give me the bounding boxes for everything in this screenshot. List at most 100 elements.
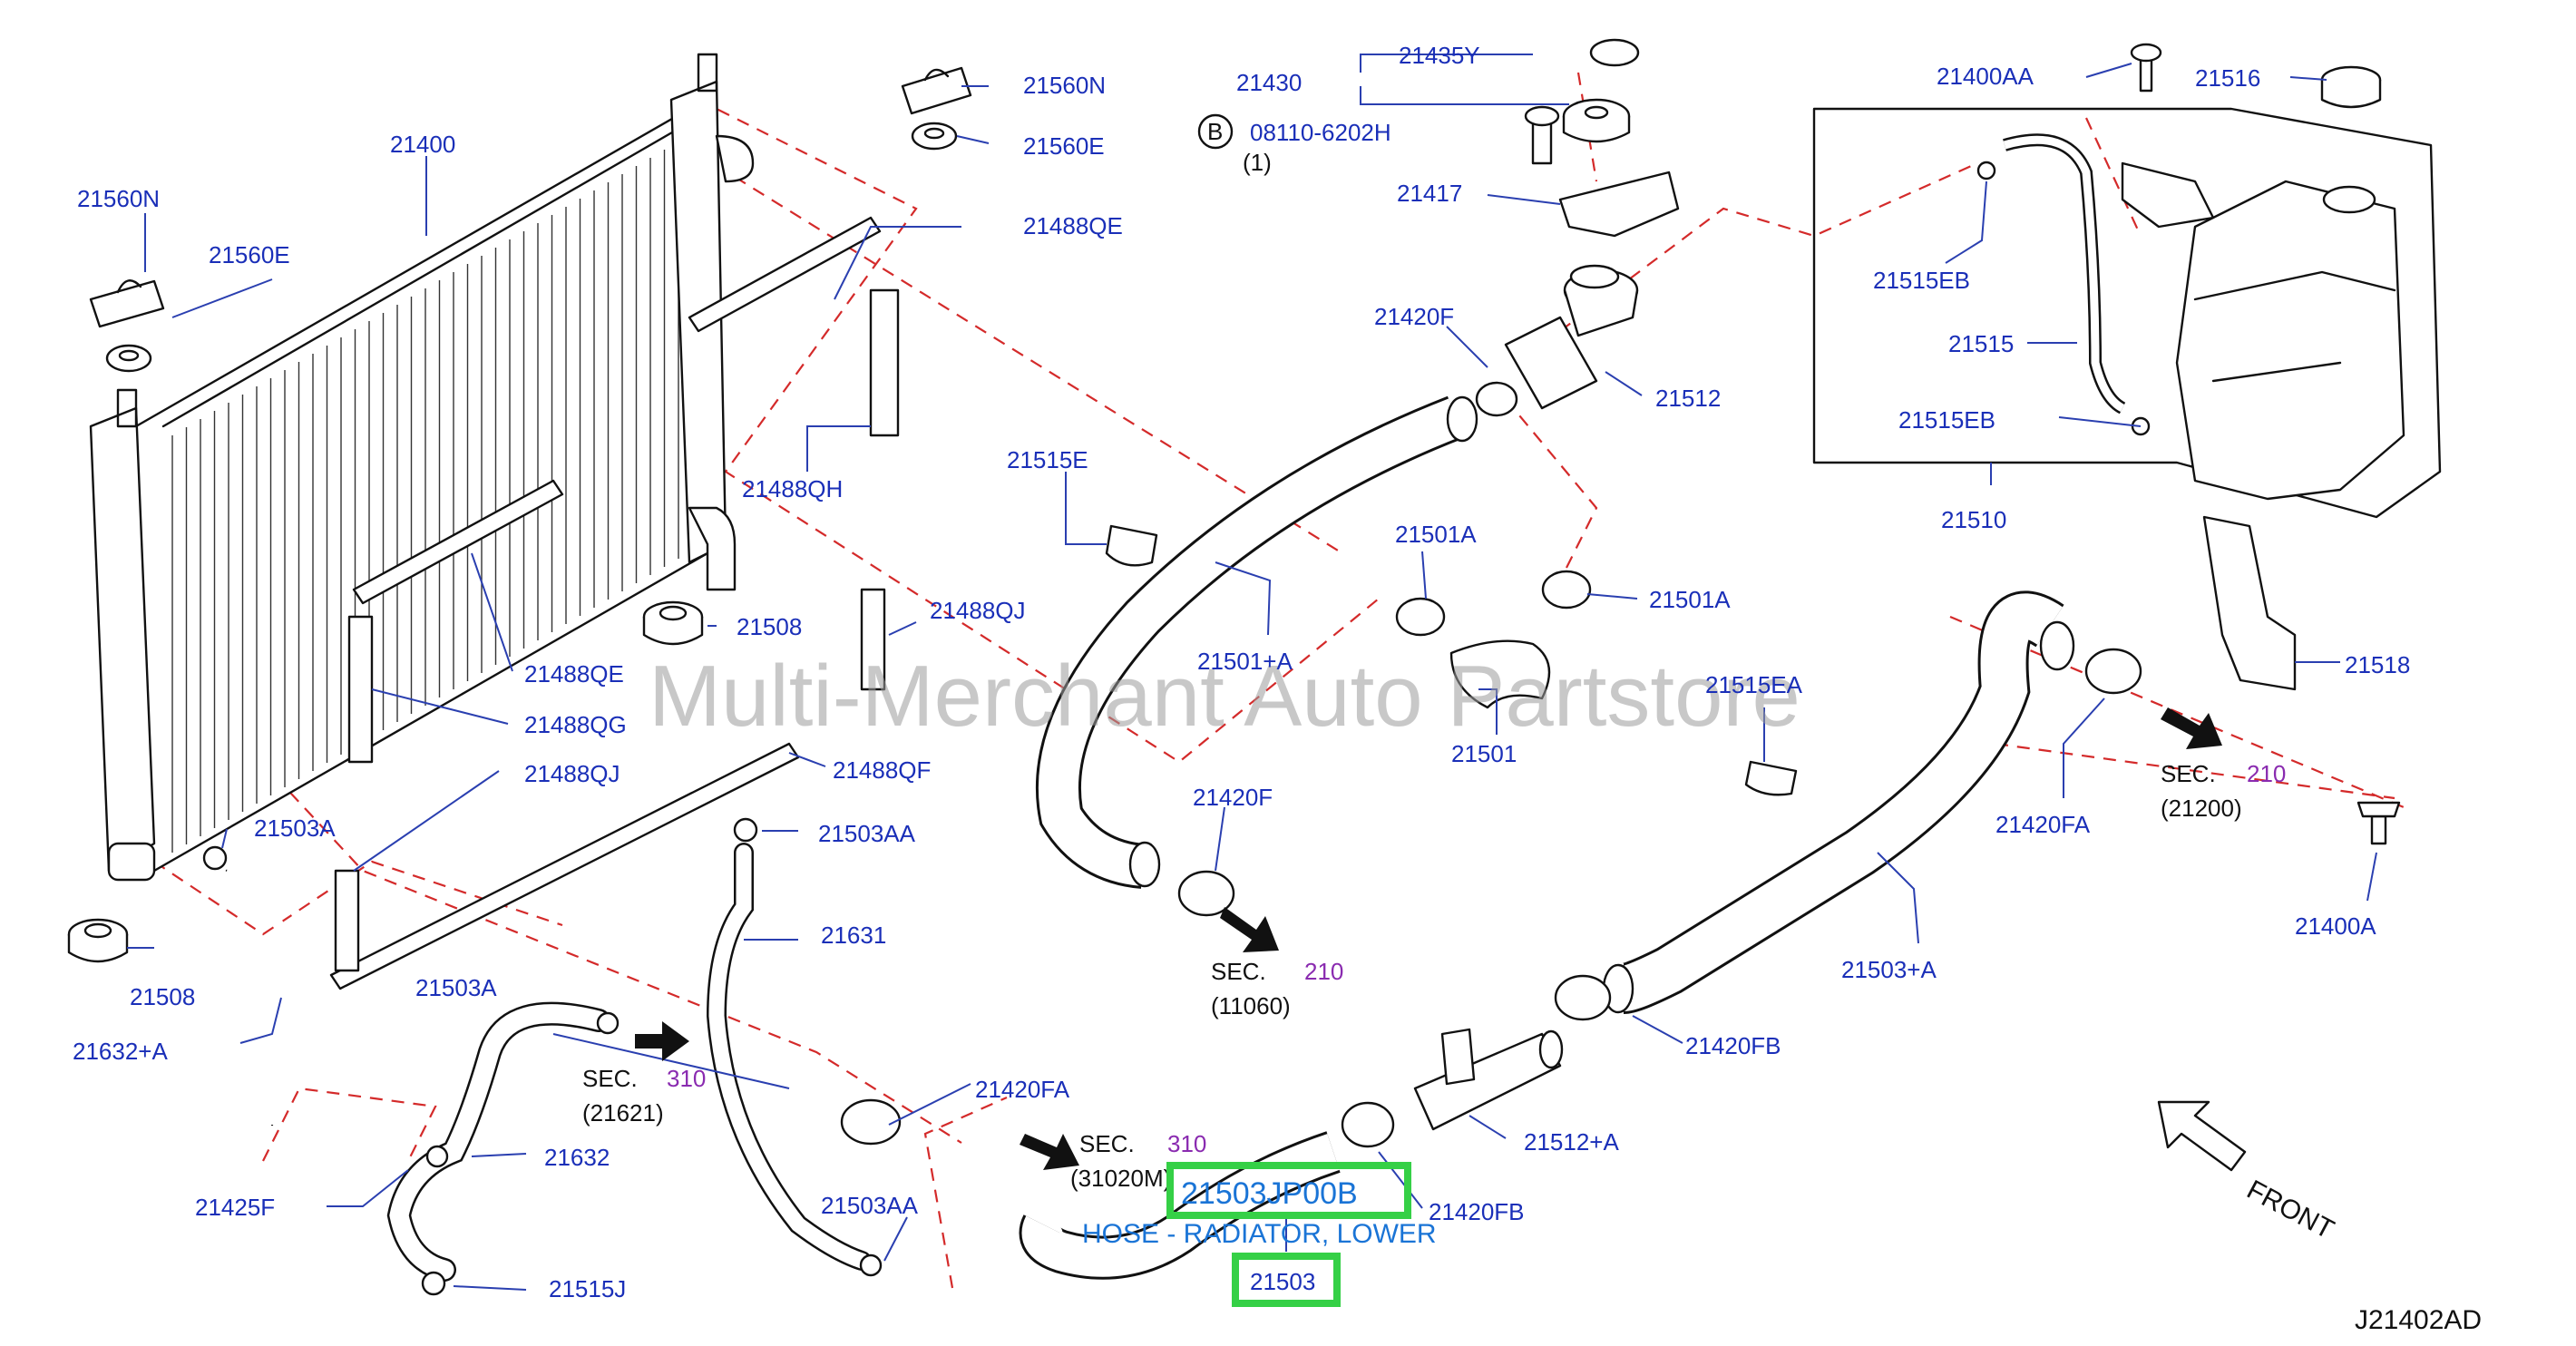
bracket-21518[interactable]: [2202, 515, 2297, 691]
reservoir-cap-21516[interactable]: [2320, 65, 2382, 109]
sec2-code: (21200): [2161, 795, 2242, 822]
label-21508-bottom: 21508: [130, 983, 195, 1010]
hose-clamps-small[interactable]: [202, 817, 883, 1296]
label-21515E: 21515E: [1007, 446, 1088, 473]
bolt-21400A[interactable]: [2356, 801, 2401, 845]
label-21488QG: 21488QG: [524, 711, 627, 738]
upper-hose-21501A[interactable]: [1036, 395, 1478, 889]
coolant-reservoir-tank[interactable]: [2121, 161, 2405, 501]
label-21488QJ-right: 21488QJ: [930, 597, 1026, 624]
highlight-description: HOSE - RADIATOR, LOWER: [1082, 1219, 1437, 1249]
label-21560E-right: 21560E: [1023, 132, 1105, 160]
bolt-marker-circle: [1197, 113, 1234, 150]
mount-bushing-bottom[interactable]: [67, 918, 129, 963]
mount-bushing-top[interactable]: [642, 600, 704, 646]
hose-21632[interactable]: [386, 1001, 610, 1282]
label-21420FB-right: 21420FB: [1685, 1032, 1781, 1059]
label-21503A-top: 21503A: [254, 814, 336, 842]
highlight-code[interactable]: 21503JP00B: [1181, 1176, 1358, 1211]
sec1-number: 210: [1304, 958, 1343, 985]
radiator-core[interactable]: [89, 53, 755, 882]
sec2-number: 210: [2247, 760, 2286, 787]
label-21400AA: 21400AA: [1937, 63, 2034, 90]
label-21518: 21518: [2345, 651, 2410, 678]
label-21420FA-bottom: 21420FA: [975, 1076, 1070, 1103]
leader-lines: [127, 54, 2377, 1291]
highlight-ref[interactable]: 21503: [1250, 1268, 1315, 1295]
label-21631: 21631: [821, 922, 886, 949]
label-21420F-bottom: 21420F: [1193, 784, 1273, 811]
label-21417: 21417: [1397, 180, 1462, 207]
label-21632: 21632: [544, 1144, 610, 1171]
bushing-21560E-right[interactable]: [911, 122, 958, 151]
hose-21632A[interactable]: [224, 866, 304, 1127]
label-21516: 21516: [2195, 64, 2260, 92]
sec4-number: 310: [1167, 1130, 1206, 1157]
clip-21560N-right[interactable]: [901, 66, 972, 115]
label-b-marker: B: [1207, 118, 1223, 145]
air-guide-strips[interactable]: [329, 216, 900, 990]
highlight-ref-box: [1232, 1253, 1341, 1307]
radiator-drain-outlet: [688, 506, 737, 591]
label-21515: 21515: [1948, 330, 2014, 357]
label-21515J: 21515J: [549, 1275, 626, 1302]
sec3-label: SEC.: [582, 1065, 638, 1092]
label-21515EB-top: 21515EB: [1873, 267, 1970, 294]
label-21560N-left: 21560N: [77, 185, 160, 212]
sec1-code: (11060): [1211, 992, 1291, 1019]
filler-neck-21512[interactable]: [1504, 264, 1639, 410]
hose-clamps-upper[interactable]: [1105, 381, 1592, 917]
label-21488QJ-left: 21488QJ: [524, 760, 620, 787]
label-21503AA-top: 21503AA: [818, 820, 916, 847]
bolt-08110-6202H[interactable]: [1524, 105, 1560, 165]
hose-21631[interactable]: [706, 843, 872, 1271]
bushing-21560E-left[interactable]: [105, 344, 152, 373]
label-21510: 21510: [1941, 506, 2006, 533]
label-21503AA-bottom: 21503AA: [821, 1192, 919, 1219]
label-21430: 21430: [1236, 69, 1302, 96]
overflow-hose-21515[interactable]: [2003, 133, 2126, 415]
hose-clamps-lower[interactable]: [840, 648, 2142, 1148]
sec4-label: SEC.: [1079, 1130, 1135, 1157]
label-21632A: 21632+A: [73, 1038, 168, 1065]
sec2-label: SEC.: [2161, 760, 2216, 787]
label-21420F-top: 21420F: [1374, 303, 1454, 330]
bolt-21400AA[interactable]: [2130, 43, 2162, 93]
label-21400: 21400: [390, 131, 455, 158]
hose-clamps-reservoir[interactable]: [1976, 161, 2151, 436]
label-21560E-left: 21560E: [209, 241, 290, 268]
lower-hose-21503A[interactable]: [1602, 590, 2075, 1014]
elbow-hose-21501[interactable]: [1449, 639, 1551, 709]
label-21400A: 21400A: [2295, 912, 2376, 940]
bracket-21417[interactable]: [1558, 171, 1680, 238]
label-08110-6202H: 08110-6202H: [1250, 119, 1391, 146]
label-21503A-bottom: 21503A: [415, 974, 497, 1001]
reservoir-group-outline: [1812, 107, 2442, 519]
label-21501A-left: 21501A: [1395, 521, 1477, 548]
radiator-fins: [171, 133, 694, 853]
label-21512A: 21512+A: [1524, 1128, 1619, 1156]
label-21508-top: 21508: [737, 613, 802, 640]
highlight-callout[interactable]: 21503JP00B HOSE - RADIATOR, LOWER 21503: [1082, 1162, 1437, 1307]
label-21501A-right: 21501A: [1649, 586, 1731, 613]
label-21503A-hose: 21503+A: [1841, 956, 1937, 983]
front-direction-arrow: [2157, 1100, 2247, 1172]
label-21425F: 21425F: [195, 1194, 275, 1221]
lower-hose-21503-highlighted-part[interactable]: [1019, 1131, 1341, 1280]
section-references: SEC. 210 (11060) SEC. 210 (21200) SEC. 3…: [582, 760, 2286, 1192]
label-21515EB-bottom: 21515EB: [1898, 406, 1995, 434]
label-21512: 21512: [1655, 385, 1721, 412]
label-21488QE-mid: 21488QE: [524, 660, 624, 688]
label-21488QH: 21488QH: [742, 475, 843, 502]
label-08110-qty: (1): [1243, 149, 1272, 176]
cap-seal-21435Y[interactable]: [1589, 38, 1640, 67]
clip-21560N-left[interactable]: [89, 279, 165, 328]
label-21435Y: 21435Y: [1399, 42, 1480, 69]
sec3-number: 310: [667, 1065, 706, 1092]
sec1-label: SEC.: [1211, 958, 1266, 985]
radiator-cap-21430[interactable]: [1562, 98, 1631, 143]
label-21501A-hose: 21501+A: [1197, 648, 1293, 675]
outlet-pipe-21512A[interactable]: [1413, 1028, 1564, 1131]
